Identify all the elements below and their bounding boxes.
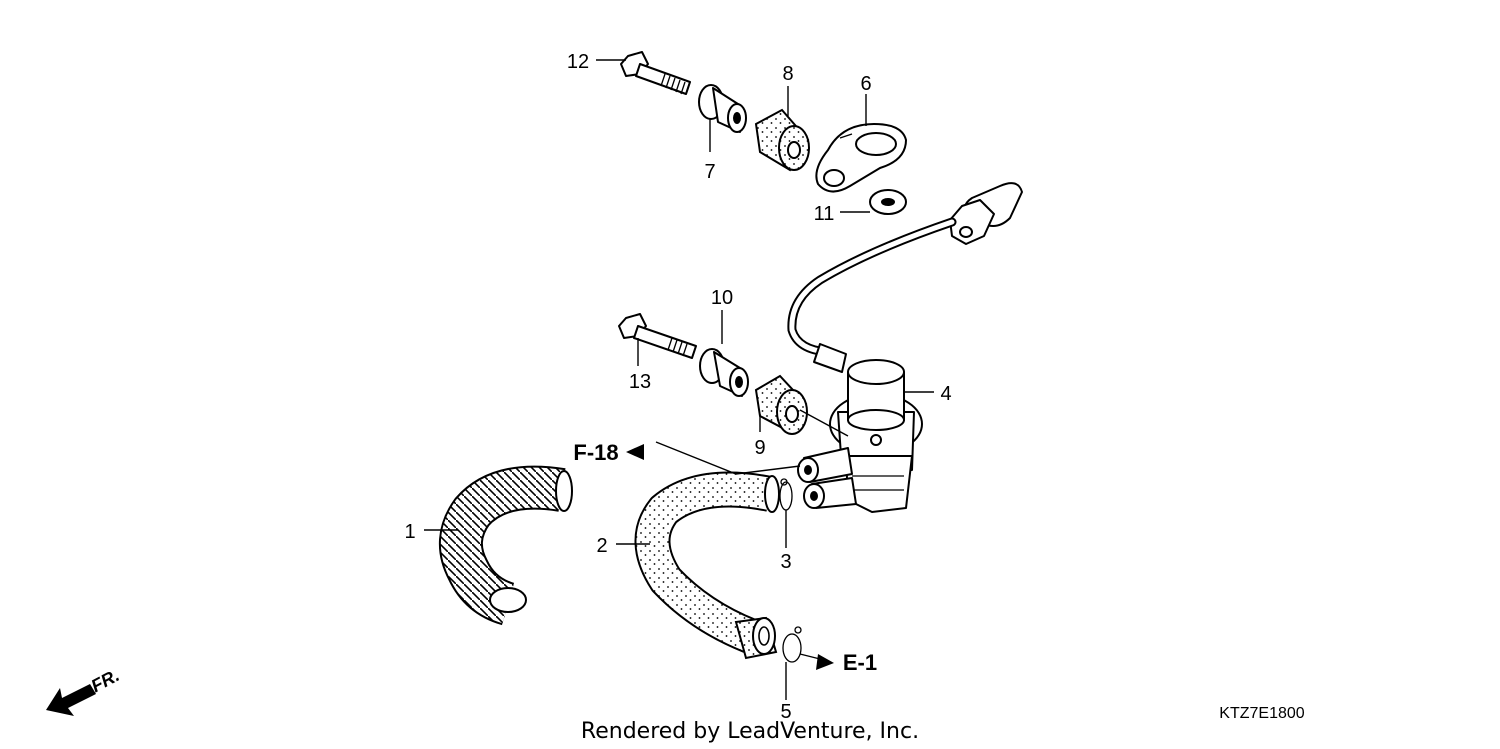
callout-7: 7 [704, 161, 715, 183]
render-credit: Rendered by LeadVenture, Inc. [581, 719, 919, 744]
callout-9: 9 [754, 437, 765, 459]
callout-4: 4 [940, 383, 951, 405]
callout-8: 8 [782, 63, 793, 85]
callout-2: 2 [596, 535, 607, 557]
grommet-upper [754, 108, 810, 172]
control-valve [797, 359, 923, 513]
front-direction-arrow-icon [46, 684, 96, 716]
leader-lines [424, 59, 934, 700]
hose-clamp-bracket [815, 123, 907, 193]
grommet-lower [754, 374, 808, 435]
callout-5: 5 [780, 701, 791, 723]
rubber-hose [634, 471, 780, 660]
callout-3: 3 [780, 551, 791, 573]
reference-e1: E-1 [843, 650, 877, 675]
collar-upper [698, 84, 747, 133]
hose-clip-upper [779, 478, 793, 511]
washer [869, 189, 907, 215]
callout-13: 13 [629, 371, 651, 393]
callout-11: 11 [814, 203, 835, 225]
callout-1: 1 [404, 521, 415, 543]
wire-harness [787, 182, 1023, 373]
callout-6: 6 [860, 73, 871, 95]
callout-12: 12 [567, 51, 589, 73]
corrugated-tube [438, 465, 573, 626]
reference-f18: F-18 [573, 440, 618, 465]
bolt-upper [620, 51, 691, 95]
bolt-lower [618, 313, 697, 359]
collar-lower [699, 348, 749, 397]
callout-10: 10 [711, 287, 733, 309]
diagram-code: KTZ7E1800 [1219, 705, 1304, 722]
hose-clip-lower [782, 626, 802, 663]
